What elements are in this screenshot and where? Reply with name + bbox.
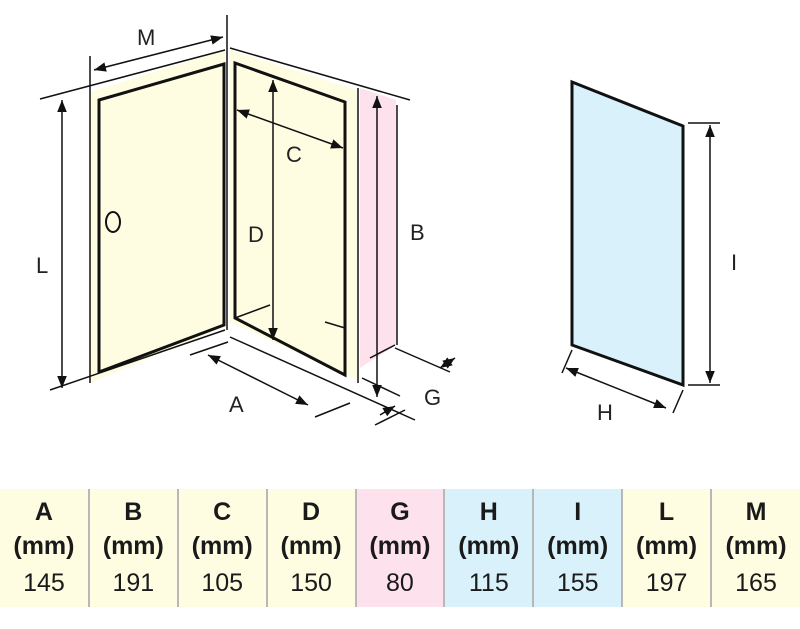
table-cell-value: 80 <box>354 563 445 607</box>
glass-panel <box>570 79 685 388</box>
table-cell-unit: (mm) <box>87 529 178 563</box>
left-panel-frame <box>97 62 226 375</box>
table-cell-unit: (mm) <box>0 529 89 563</box>
label-I: I <box>731 250 737 275</box>
dim-H <box>565 367 667 409</box>
right-panel-frame <box>233 60 347 378</box>
label-L: L <box>36 253 48 278</box>
label-A: A <box>229 392 244 417</box>
table-cell-name: I <box>532 489 623 529</box>
table-cell-value: 105 <box>176 563 267 607</box>
dim-G-in <box>439 357 456 369</box>
table-cell-name: B <box>87 489 178 529</box>
table-cell-unit: (mm) <box>265 529 356 563</box>
dim-M <box>93 35 224 72</box>
label-M: M <box>137 25 155 50</box>
table-cell-value: 197 <box>621 563 711 607</box>
dim-G-out <box>379 405 396 417</box>
label-C: C <box>286 142 302 167</box>
label-H: H <box>597 400 613 425</box>
table-cell-value: 145 <box>0 563 89 607</box>
table-cell-name: A <box>0 489 89 529</box>
table-cell-name: G <box>354 489 445 529</box>
table-cell-value: 115 <box>443 563 534 607</box>
table-cell-value: 165 <box>710 563 800 607</box>
label-D: D <box>248 222 264 247</box>
label-B: B <box>410 220 425 245</box>
side-panel <box>360 88 396 368</box>
table-cell-unit: (mm) <box>354 529 445 563</box>
table-cell-unit: (mm) <box>621 529 711 563</box>
table-cell-value: 155 <box>532 563 623 607</box>
table-cell-name: L <box>621 489 711 529</box>
table-cell-name: H <box>443 489 534 529</box>
dim-C <box>236 109 344 149</box>
left-panel <box>90 50 225 383</box>
table-cell-name: C <box>176 489 267 529</box>
table-cell-unit: (mm) <box>710 529 800 563</box>
door-handle <box>105 211 121 233</box>
table-cell-value: 191 <box>87 563 178 607</box>
table-cell-name: D <box>265 489 356 529</box>
dim-A <box>207 354 309 406</box>
table-cell-name: M <box>710 489 800 529</box>
table-cell-unit: (mm) <box>532 529 623 563</box>
table-cell-unit: (mm) <box>176 529 267 563</box>
table-cell-value: 150 <box>265 563 356 607</box>
label-G: G <box>424 385 441 410</box>
dimension-diagram: M L C D B A G H I <box>36 15 737 426</box>
table-cell-unit: (mm) <box>443 529 534 563</box>
